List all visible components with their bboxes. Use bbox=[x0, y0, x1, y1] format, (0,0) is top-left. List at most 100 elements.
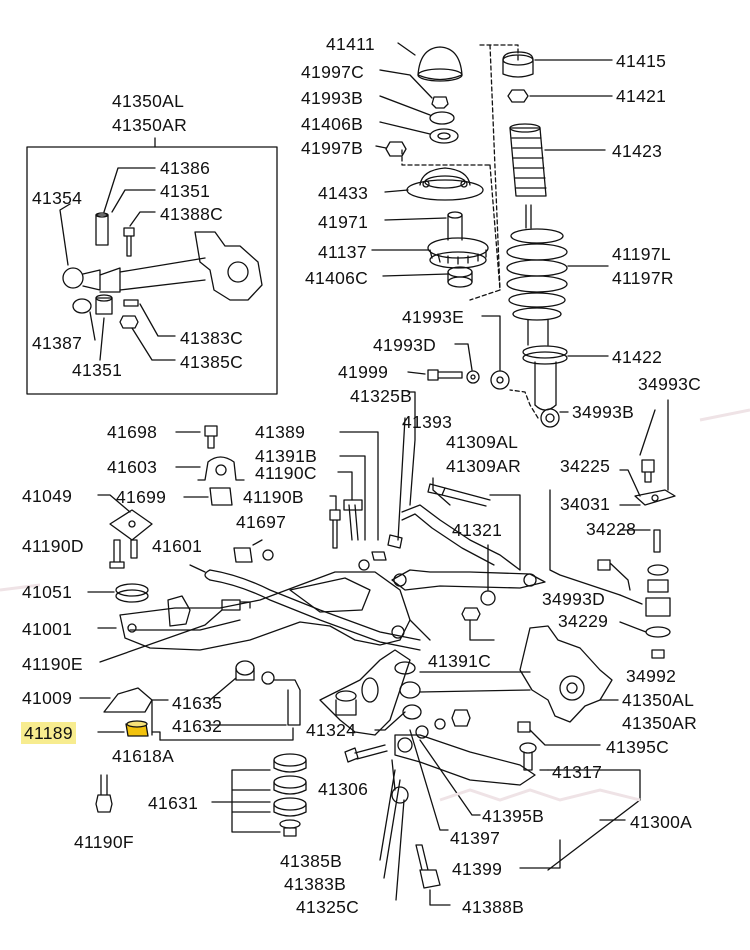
label-41406b: 41406B bbox=[301, 114, 364, 134]
bushing-41406b bbox=[429, 128, 459, 144]
label-41422: 41422 bbox=[612, 347, 663, 367]
bolt-34225 bbox=[641, 459, 655, 483]
bolt-41190e bbox=[221, 599, 251, 611]
lower-arm-41300a bbox=[394, 734, 536, 786]
label-41317: 41317 bbox=[552, 762, 603, 782]
lower-arm-41309 bbox=[391, 569, 546, 591]
bushing-41351 bbox=[95, 297, 113, 315]
label-41395c: 41395C bbox=[606, 737, 670, 757]
nut-41395c bbox=[517, 721, 531, 733]
link-rod-41632 bbox=[273, 679, 301, 726]
washer-41993e bbox=[490, 370, 510, 390]
label-41388c: 41388C bbox=[160, 204, 224, 224]
label-41350al-top: 41350AL bbox=[112, 91, 185, 111]
bolt-34993d bbox=[597, 559, 631, 591]
nut-41997b bbox=[385, 141, 407, 157]
label-34229: 34229 bbox=[558, 611, 609, 631]
label-41190f: 41190F bbox=[74, 832, 134, 852]
bolt-41190f bbox=[95, 774, 113, 813]
label-41423: 41423 bbox=[612, 141, 663, 161]
label-41051: 41051 bbox=[22, 582, 73, 602]
label-41190b: 41190B bbox=[243, 487, 304, 507]
label-41385c: 41385C bbox=[180, 352, 244, 372]
knuckle-41350 bbox=[519, 625, 613, 723]
label-41309al: 41309AL bbox=[446, 432, 519, 452]
nut-41385c bbox=[119, 315, 139, 329]
label-41354: 41354 bbox=[32, 188, 83, 208]
label-41391c: 41391C bbox=[428, 651, 492, 671]
label-41190d: 41190D bbox=[22, 536, 84, 556]
washer-41993d bbox=[466, 370, 480, 384]
label-41009: 41009 bbox=[22, 688, 73, 708]
label-41399: 41399 bbox=[452, 859, 503, 879]
label-41395b: 41395B bbox=[482, 806, 545, 826]
bumper-41009 bbox=[103, 687, 153, 713]
bushing-stack-41631 bbox=[273, 753, 307, 837]
label-41197r: 41197R bbox=[612, 268, 674, 288]
stabilizer-bar bbox=[209, 569, 421, 641]
label-41325b: 41325B bbox=[350, 386, 413, 406]
label-34228: 34228 bbox=[586, 519, 637, 539]
label-41049: 41049 bbox=[22, 486, 73, 506]
label-41411: 41411 bbox=[326, 34, 375, 54]
washer-41383c bbox=[123, 299, 139, 307]
label-41324: 41324 bbox=[306, 720, 357, 740]
label-34993d: 34993D bbox=[542, 589, 606, 609]
label-41137: 41137 bbox=[318, 242, 367, 262]
nut-a bbox=[451, 709, 471, 727]
label-41635: 41635 bbox=[172, 693, 223, 713]
label-34031: 34031 bbox=[560, 494, 611, 514]
inset-box bbox=[26, 146, 278, 395]
label-41389: 41389 bbox=[255, 422, 306, 442]
label-41993e: 41993E bbox=[402, 307, 465, 327]
dust-cap-rim bbox=[417, 68, 463, 82]
label-41997b: 41997B bbox=[301, 138, 364, 158]
label-34225: 34225 bbox=[560, 456, 611, 476]
label-41350ar-bottom: 41350AR bbox=[622, 713, 698, 733]
bolt-41190d-b bbox=[130, 539, 138, 559]
label-41698: 41698 bbox=[107, 422, 158, 442]
watermark bbox=[0, 408, 750, 802]
spring-seat bbox=[522, 345, 568, 359]
label-41383c: 41383C bbox=[180, 328, 244, 348]
label-41351-bottom: 41351 bbox=[72, 360, 123, 380]
label-41699: 41699 bbox=[116, 487, 167, 507]
label-41350ar-top: 41350AR bbox=[112, 115, 188, 135]
label-41388b: 41388B bbox=[462, 897, 525, 917]
label-41603: 41603 bbox=[107, 457, 158, 477]
nut-34992 bbox=[651, 649, 665, 659]
crossmember bbox=[119, 571, 411, 651]
pad-41051 bbox=[115, 583, 149, 597]
strut-boot bbox=[509, 127, 547, 197]
lateral-arm bbox=[419, 671, 531, 693]
label-41971: 41971 bbox=[318, 212, 369, 232]
label-41433: 41433 bbox=[318, 183, 369, 203]
stabilizer-clamp bbox=[197, 456, 245, 481]
knuckle-inset bbox=[194, 231, 263, 301]
bracket-34031 bbox=[634, 489, 676, 506]
label-41325c: 41325C bbox=[296, 897, 360, 917]
label-41387: 41387 bbox=[32, 333, 83, 353]
nut-41391c bbox=[461, 607, 481, 621]
bolt-41306 bbox=[344, 744, 388, 763]
label-41309ar: 41309AR bbox=[446, 456, 522, 476]
label-34993b: 34993B bbox=[572, 402, 635, 422]
label-41001: 41001 bbox=[22, 619, 73, 639]
label-41189-highlighted: 41189 bbox=[21, 722, 76, 744]
bracket-41049 bbox=[109, 509, 153, 541]
washer-41389 bbox=[387, 534, 403, 549]
dust-cap bbox=[417, 46, 463, 81]
ball-joint-41317 bbox=[519, 742, 537, 754]
label-41397: 41397 bbox=[450, 828, 501, 848]
bolt-41393 bbox=[441, 487, 491, 507]
label-41618a: 41618A bbox=[112, 746, 175, 766]
label-41632: 41632 bbox=[172, 716, 223, 736]
strut-mount bbox=[419, 167, 471, 186]
label-41601: 41601 bbox=[152, 536, 203, 556]
ball-joint-41354 bbox=[62, 267, 84, 289]
sleeve-41386 bbox=[95, 214, 109, 246]
link-bushing-41635 bbox=[235, 660, 255, 676]
bolt-41698 bbox=[204, 425, 218, 449]
